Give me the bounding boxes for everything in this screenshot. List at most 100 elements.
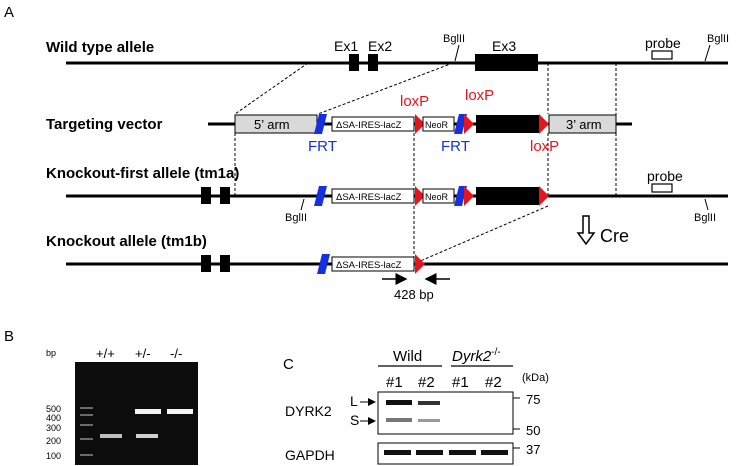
gel-marker-200: 200 xyxy=(46,436,61,446)
ex3-label: Ex3 xyxy=(492,38,516,54)
row-label-tm1b: Knockout allele (tm1b) xyxy=(46,233,207,250)
gel-ladder-band xyxy=(80,454,93,456)
dash-5arm-right xyxy=(317,62,454,115)
blot-band-wt2-long xyxy=(418,401,440,405)
bglii-tick-wt-left xyxy=(454,44,460,62)
exon3-tm1a xyxy=(476,187,539,205)
band-label-s: S xyxy=(350,412,359,428)
row-label-targeting-vector: Targeting vector xyxy=(46,116,163,133)
band-label-l: L xyxy=(350,393,358,409)
panel-b-label: B xyxy=(4,328,14,345)
wt-exon1 xyxy=(349,54,359,71)
gel-band-het-upper xyxy=(135,409,161,414)
gel-lane-label-2: +/- xyxy=(135,346,151,361)
gel-ladder-band xyxy=(80,424,93,426)
probe-box-tm1a xyxy=(651,183,673,193)
frt-site-vector-2 xyxy=(454,114,467,134)
arm-5prime-label: 5’ arm xyxy=(254,117,290,132)
ex1-label: Ex1 xyxy=(334,38,358,54)
gel-marker-300: 300 xyxy=(46,423,61,433)
loxp-site-tm1a-1 xyxy=(415,186,425,206)
blot-panel-gapdh xyxy=(377,442,514,465)
mw-label-50: 50 xyxy=(526,423,540,438)
gel-marker-400: 400 xyxy=(46,413,61,423)
loxp-site-tm1a-3 xyxy=(539,186,549,206)
tm1a-exon2 xyxy=(220,187,230,204)
row-label-wild-type: Wild type allele xyxy=(46,39,154,56)
gel-ladder-band xyxy=(80,414,93,416)
loxp-label-1: loxP xyxy=(400,93,429,110)
tm1b-exon2 xyxy=(220,255,230,272)
blot-band-gapdh-1 xyxy=(384,450,411,455)
bglii-label-tm1a-left: BglII xyxy=(285,212,307,224)
cre-label: Cre xyxy=(600,226,629,246)
blot-band-gapdh-3 xyxy=(449,450,476,455)
loxp-site-vector-3 xyxy=(539,114,549,134)
blot-band-wt1-short xyxy=(386,418,412,422)
blot-band-wt1-long xyxy=(386,400,412,405)
blot-lane-label-1: #1 xyxy=(386,374,403,391)
frt-label-2: FRT xyxy=(441,138,470,155)
blot-lane-label-3: #1 xyxy=(452,374,469,391)
arm-3prime xyxy=(548,114,617,134)
gel-marker-500: 500 xyxy=(46,404,61,414)
cre-arrow-icon xyxy=(576,215,596,246)
neor-label-vector: NeoR xyxy=(425,120,449,130)
cassette-label-tm1b: ΔSA-IRES-lacZ xyxy=(336,260,402,271)
bglii-label-wt-left: BglII xyxy=(443,33,465,45)
gel-lane-label-3: -/- xyxy=(170,346,182,361)
wt-exon2 xyxy=(368,54,378,71)
arm-3prime-label: 3’ arm xyxy=(566,117,602,132)
tm1a-exon1 xyxy=(201,187,211,204)
cassette-label-vector: ΔSA-IRES-lacZ xyxy=(336,120,402,131)
blot-lane-label-2: #2 xyxy=(418,374,435,391)
group-label-wild: Wild xyxy=(393,348,422,365)
loxp-site-tm1b xyxy=(415,254,425,274)
loxp-site-vector-2 xyxy=(464,114,474,134)
bglii-label-wt-right: BglII xyxy=(707,33,729,45)
loxp-label-2: loxP xyxy=(465,87,494,104)
bglii-tick-tm1a-right xyxy=(704,198,709,211)
frt-label-1: FRT xyxy=(308,138,337,155)
blot-band-gapdh-2 xyxy=(416,450,443,455)
frt-site-vector-1 xyxy=(314,114,327,134)
dash-5arm-left xyxy=(234,62,309,115)
bglii-tick-tm1a-left xyxy=(300,198,305,211)
blot-band-gapdh-4 xyxy=(481,450,508,455)
group-label-ko: Dyrk2-/- xyxy=(452,347,501,365)
probe-label-wt: probe xyxy=(645,35,681,51)
blot-label-dyrk2: DYRK2 xyxy=(285,403,332,419)
panel-c-label: C xyxy=(283,356,294,373)
blot-band-wt2-short xyxy=(418,419,440,422)
blot-panel-dyrk2 xyxy=(377,391,514,435)
mw-label-75: 75 xyxy=(526,392,540,407)
blot-label-gapdh: GAPDH xyxy=(285,447,335,463)
probe-label-tm1a: probe xyxy=(647,168,683,184)
gel-marker-100: 100 xyxy=(46,451,61,461)
gel-band-ko-upper xyxy=(167,409,193,414)
amplicon-size-label: 428 bp xyxy=(394,287,434,302)
cassette-label-tm1a: ΔSA-IRES-lacZ xyxy=(336,192,402,203)
gel-unit-label: bp xyxy=(46,348,56,358)
cassette-box-tm1a xyxy=(331,188,415,204)
loxp-site-tm1a-2 xyxy=(464,186,474,206)
wt-exon3 xyxy=(475,54,538,71)
neor-label-tm1a: NeoR xyxy=(425,192,449,202)
bglii-tick-wt-right xyxy=(704,44,711,62)
blot-lane-label-4: #2 xyxy=(485,374,502,391)
frt-site-tm1a-2 xyxy=(454,186,467,206)
panel-a-label: A xyxy=(4,4,14,21)
gel-band-wt-428bp xyxy=(100,434,122,438)
ex2-label: Ex2 xyxy=(368,38,392,54)
dash-tm1b-right xyxy=(417,205,549,263)
frt-site-tm1a-1 xyxy=(314,186,327,206)
loxp-site-vector-1 xyxy=(415,114,425,134)
tm1b-exon1 xyxy=(201,255,211,272)
cassette-box-tm1b xyxy=(331,256,415,272)
frt-site-tm1b xyxy=(317,254,330,274)
probe-box-wt xyxy=(651,50,673,60)
exon3-vector xyxy=(476,115,539,133)
gel-ladder-band xyxy=(80,407,93,409)
row-label-tm1a: Knockout-first allele (tm1a) xyxy=(46,165,239,182)
